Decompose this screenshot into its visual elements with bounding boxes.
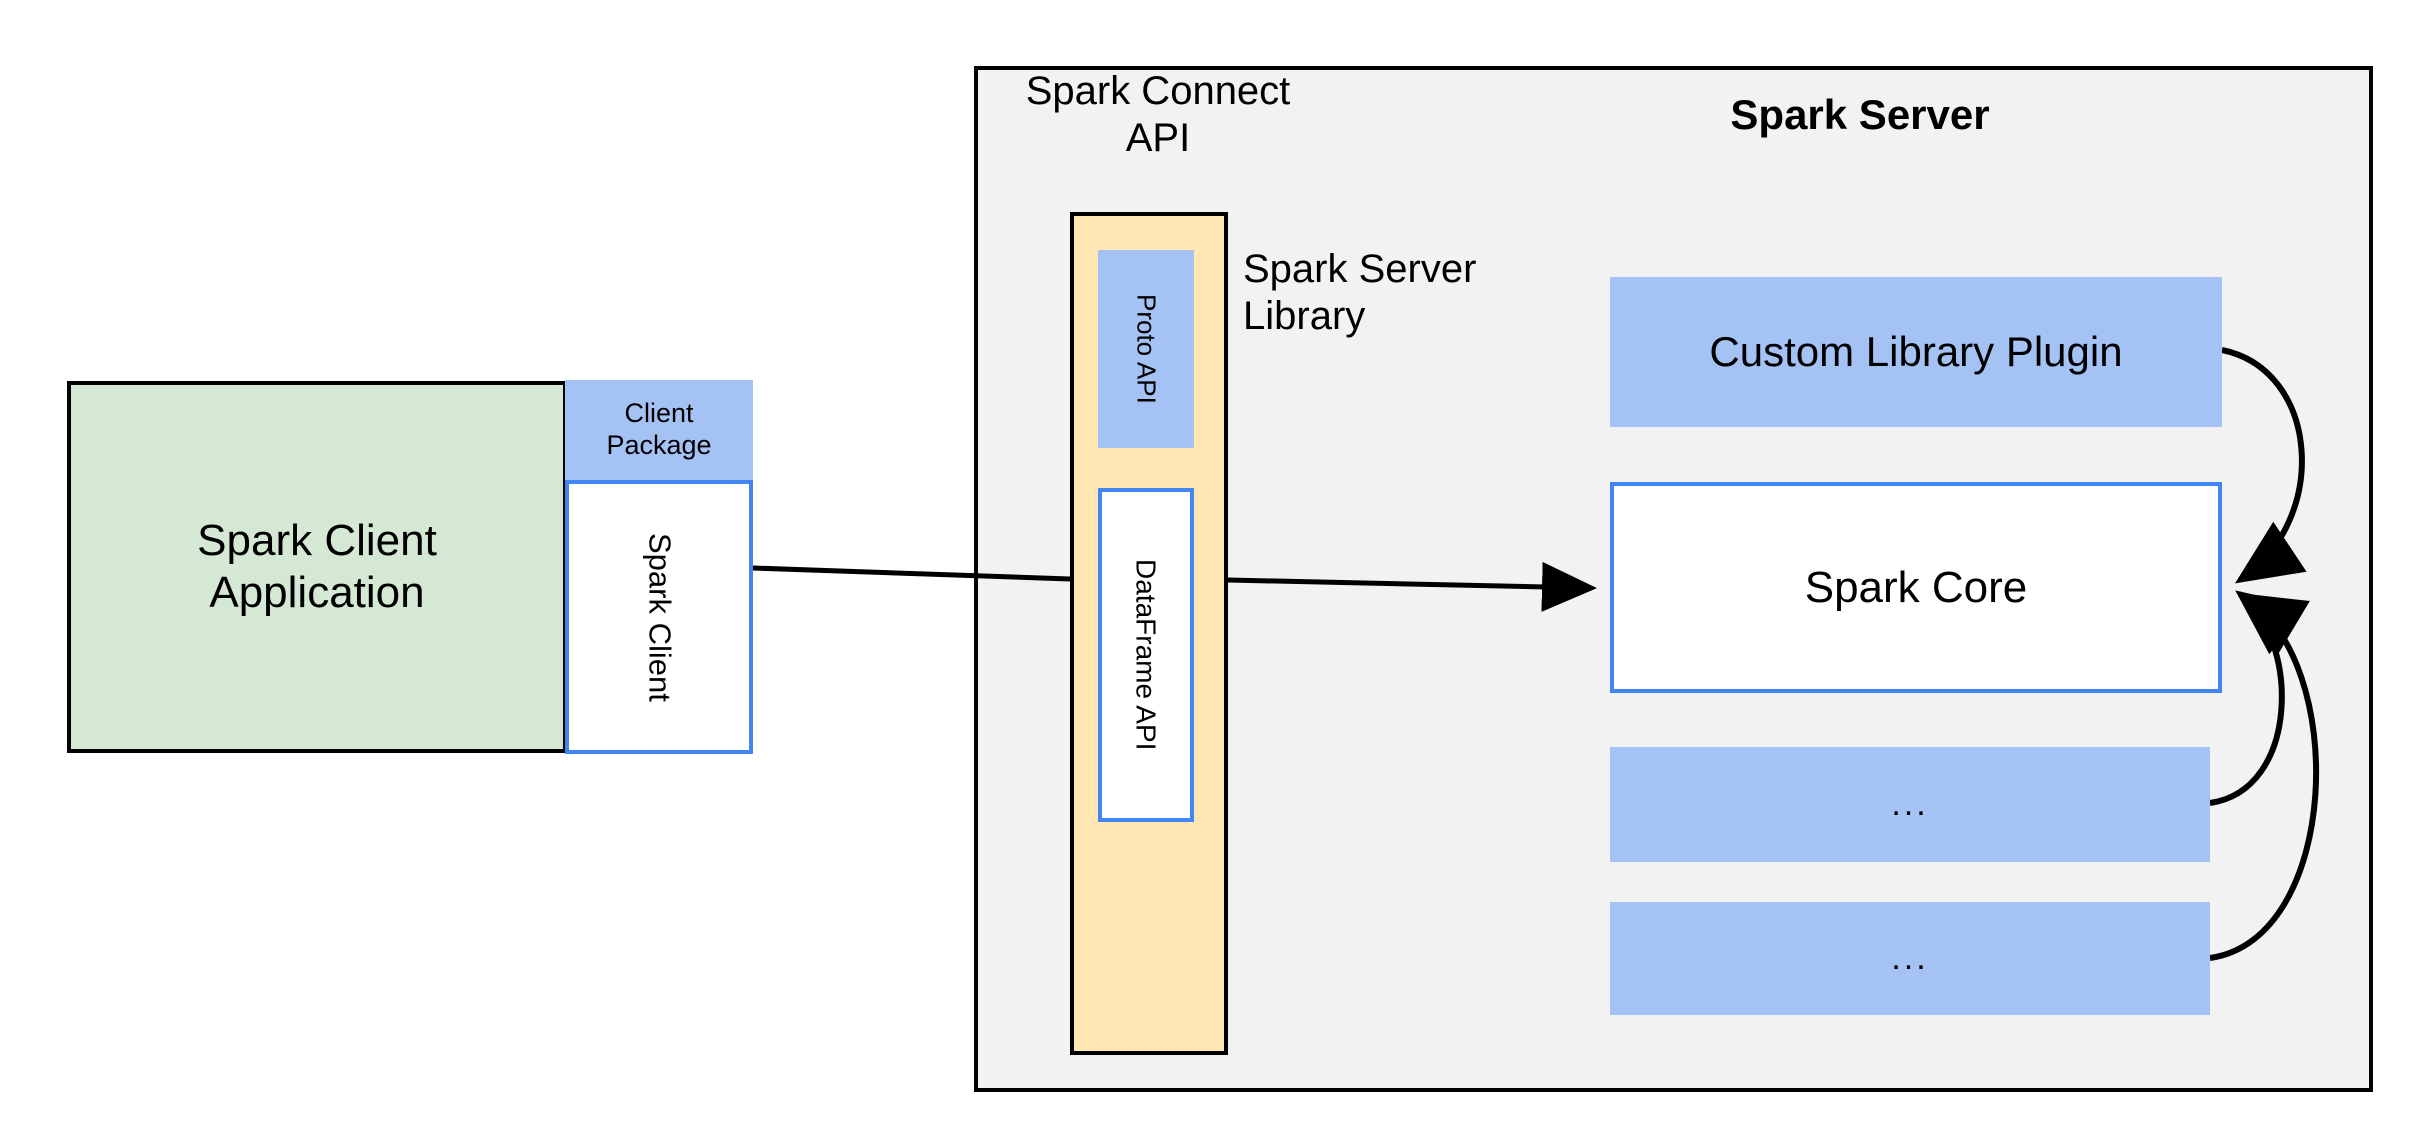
client-package-label-line2: Package bbox=[606, 430, 712, 460]
client-app-label-line2: Application bbox=[209, 568, 425, 617]
spark-client-label: Spark Client bbox=[642, 532, 678, 702]
spark-connect-api-label: Spark Connect API bbox=[1013, 68, 1303, 162]
spark-core-box[interactable]: Spark Core bbox=[1610, 482, 2222, 693]
client-app-label-line1: Spark Client bbox=[197, 516, 437, 566]
custom-library-plugin-label: Custom Library Plugin bbox=[1709, 328, 2123, 376]
spark-server-library-line2: Library bbox=[1243, 294, 1366, 338]
component-placeholder-box-1[interactable]: ... bbox=[1610, 747, 2210, 862]
component-placeholder-label-1: ... bbox=[1891, 785, 1929, 824]
spark-server-library-label: Spark Server Library bbox=[1243, 238, 1533, 348]
spark-client-application-box[interactable]: Spark Client Application bbox=[67, 381, 567, 753]
proto-api-label: Proto API bbox=[1131, 294, 1162, 404]
spark-client-box[interactable]: Spark Client bbox=[565, 480, 753, 754]
dataframe-api-label: DataFrame API bbox=[1130, 559, 1162, 751]
proto-api-box[interactable]: Proto API bbox=[1098, 250, 1194, 448]
spark-core-label: Spark Core bbox=[1804, 562, 2028, 612]
custom-library-plugin-box[interactable]: Custom Library Plugin bbox=[1610, 277, 2222, 427]
client-package-box[interactable]: Client Package bbox=[565, 380, 753, 480]
spark-server-title: Spark Server bbox=[1730, 91, 1990, 139]
spark-server-library-line1: Spark Server bbox=[1243, 246, 1477, 291]
spark-connect-api-line2: API bbox=[1125, 116, 1191, 160]
client-package-label-line1: Client bbox=[624, 398, 694, 429]
dataframe-api-box[interactable]: DataFrame API bbox=[1098, 488, 1194, 822]
spark-connect-api-line1: Spark Connect bbox=[1025, 68, 1291, 113]
component-placeholder-label-2: ... bbox=[1891, 939, 1929, 978]
component-placeholder-box-2[interactable]: ... bbox=[1610, 902, 2210, 1015]
